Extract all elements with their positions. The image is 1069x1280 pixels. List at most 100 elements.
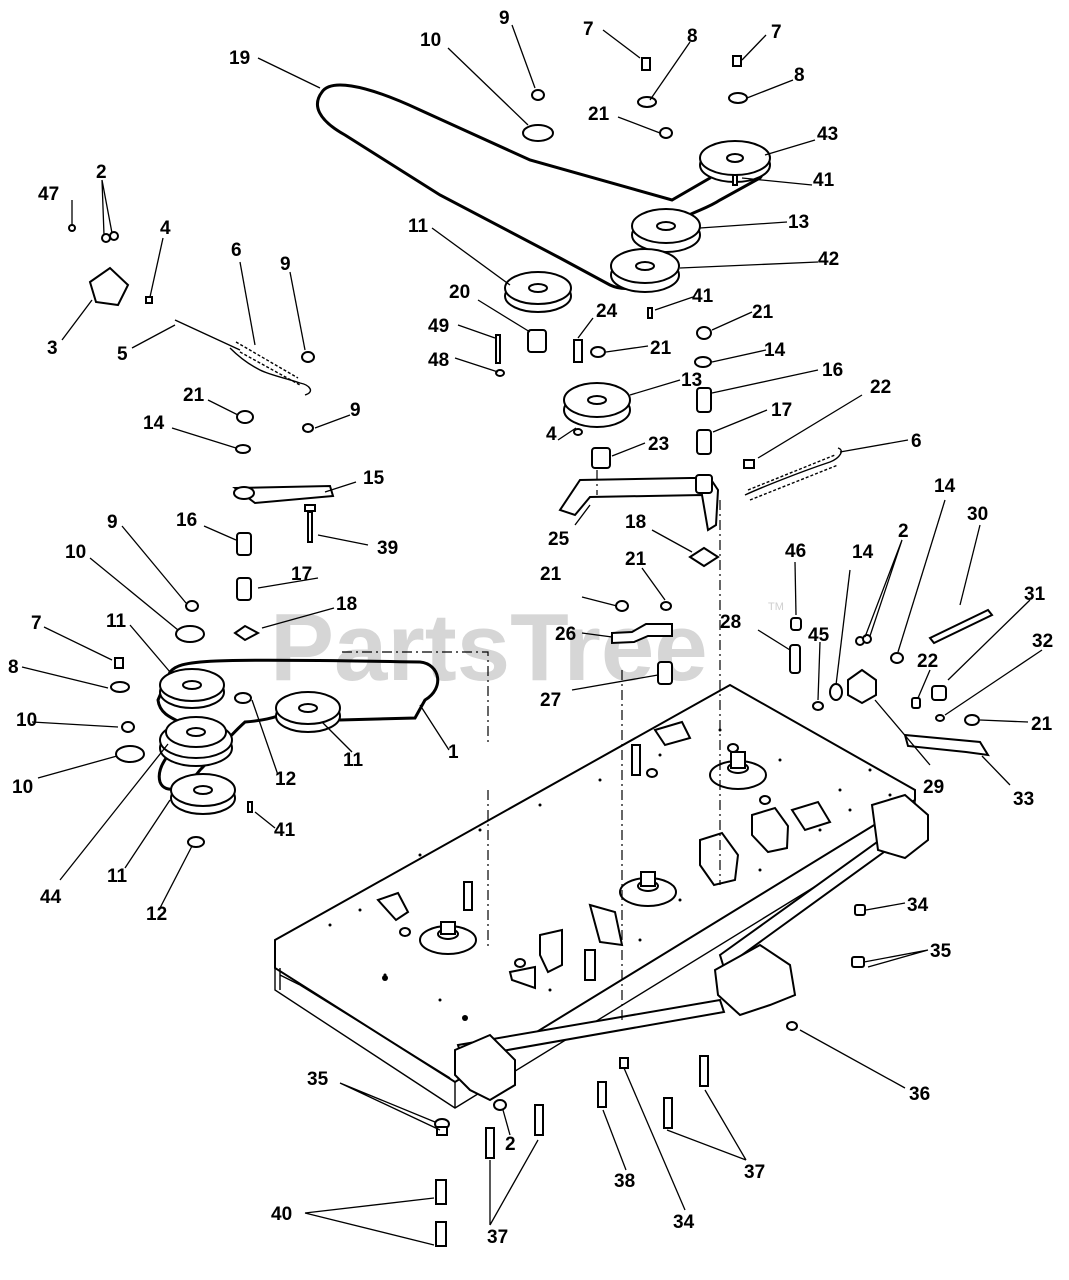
callout-labels: 1 2 2 2 3 4 4 5 6 6 7 7 7 8 8 8 9 9 9 9 … (8, 8, 1053, 1248)
deck-bracket (376, 891, 410, 922)
callout-7: 7 (583, 19, 594, 40)
callout-21: 21 (650, 338, 672, 359)
callout-7: 7 (31, 613, 42, 634)
spindle-right (709, 751, 767, 790)
callout-24: 24 (596, 301, 618, 322)
leader-lines (21, 24, 1043, 1246)
callout-21: 21 (540, 564, 562, 585)
deck-bracket (539, 928, 563, 974)
callout-8: 8 (794, 65, 805, 86)
callout-44: 44 (40, 887, 62, 908)
pulley-44 (159, 716, 233, 767)
callout-11: 11 (408, 216, 429, 237)
pulley-13-lower (563, 382, 631, 428)
pulley-11-right (275, 691, 341, 733)
callout-10: 10 (420, 30, 441, 51)
callout-12: 12 (146, 904, 167, 925)
callout-29: 29 (923, 777, 944, 798)
callout-13: 13 (681, 370, 702, 391)
callout-43: 43 (817, 124, 838, 145)
partstree-watermark: PartsTree (270, 594, 708, 701)
pulley-11-upper (504, 271, 572, 313)
callout-12: 12 (275, 769, 296, 790)
callout-30: 30 (967, 504, 988, 525)
callout-8: 8 (8, 657, 19, 678)
callout-37: 37 (487, 1227, 508, 1248)
callout-34: 34 (673, 1212, 695, 1233)
callout-23: 23 (648, 434, 669, 455)
callout-21: 21 (183, 385, 205, 406)
callout-14: 14 (764, 340, 786, 361)
callout-3: 3 (47, 338, 58, 359)
callout-7: 7 (771, 22, 782, 43)
callout-18: 18 (336, 594, 357, 615)
callout-8: 8 (687, 26, 698, 47)
callout-9: 9 (499, 8, 510, 29)
callout-21: 21 (1031, 714, 1053, 735)
callout-15: 15 (363, 468, 385, 489)
callout-14: 14 (934, 476, 956, 497)
assembly-lines (342, 470, 721, 1020)
deck-post (584, 949, 596, 981)
callout-11: 11 (107, 866, 128, 887)
callout-4: 4 (160, 218, 171, 239)
callout-37: 37 (744, 1162, 765, 1183)
mower-deck (274, 683, 929, 1109)
callout-42: 42 (818, 249, 839, 270)
callout-28: 28 (720, 612, 741, 633)
callout-35: 35 (930, 941, 952, 962)
callout-46: 46 (785, 541, 806, 562)
callout-2: 2 (96, 162, 107, 183)
callout-22: 22 (870, 377, 891, 398)
callout-39: 39 (377, 538, 398, 559)
callout-16: 16 (822, 360, 843, 381)
front-hanger-right (713, 943, 797, 1017)
callout-49: 49 (428, 316, 449, 337)
callout-41: 41 (692, 286, 714, 307)
callout-35: 35 (307, 1069, 329, 1090)
callout-9: 10 (16, 710, 37, 731)
callout-25: 25 (548, 529, 570, 550)
callout-33: 33 (1013, 789, 1034, 810)
deck-bracket (508, 965, 536, 990)
callout-6: 6 (231, 240, 242, 261)
callout-14: 14 (143, 413, 165, 434)
small-parts (68, 55, 994, 1247)
callout-26: 26 (555, 624, 576, 645)
callout-2: 2 (898, 521, 909, 542)
callout-21: 21 (752, 302, 774, 323)
callout-13: 13 (788, 212, 809, 233)
callout-6: 6 (911, 431, 922, 452)
callout-38: 38 (614, 1171, 635, 1192)
callout-2: 2 (505, 1134, 516, 1155)
pulley-11-left-lower (170, 773, 236, 815)
callout-19: 19 (229, 48, 250, 69)
callout-48: 48 (428, 350, 449, 371)
callout-11: 11 (106, 611, 127, 632)
callout-5: 5 (117, 344, 128, 365)
callout-45: 45 (808, 625, 830, 646)
callout-47: 47 (38, 184, 59, 205)
callout-31: 31 (1024, 584, 1046, 605)
pulley-42 (610, 248, 680, 293)
callout-17: 17 (291, 564, 312, 585)
rear-hanger (870, 793, 929, 860)
pulley-11-left-upper (159, 668, 225, 709)
callout-10: 10 (65, 542, 86, 563)
callout-9: 9 (107, 512, 118, 533)
callout-17: 17 (771, 400, 792, 421)
callout-34: 34 (907, 895, 929, 916)
callout-40: 40 (271, 1204, 292, 1225)
deck-post (631, 744, 641, 776)
callout-32: 32 (1032, 631, 1053, 652)
callout-41: 41 (274, 820, 296, 841)
callout-27: 27 (540, 690, 561, 711)
callout-10: 10 (12, 777, 33, 798)
callout-16: 16 (176, 510, 197, 531)
deck-bracket (751, 806, 790, 854)
callout-9: 9 (280, 254, 291, 275)
deck-post (463, 881, 473, 911)
callout-9: 9 (350, 400, 361, 421)
callout-14: 14 (852, 542, 874, 563)
